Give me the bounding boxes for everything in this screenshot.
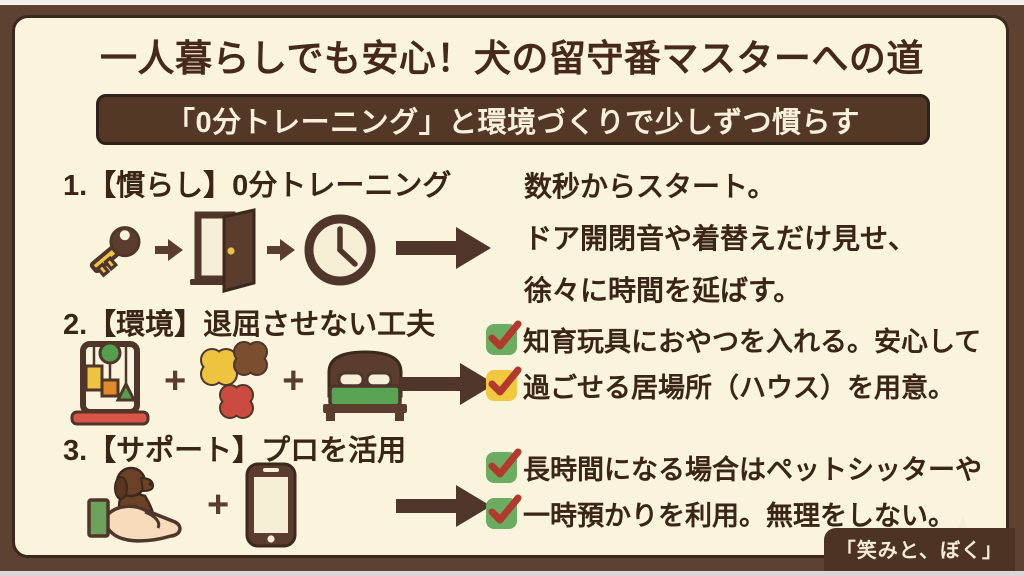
open-door-icon	[189, 207, 260, 293]
subtitle-banner-text: 「0分トレーニング」と環境づくりで少しずつ慣らす	[166, 106, 860, 139]
big-arrow-icon	[396, 485, 491, 527]
checklist-item: 長時間になる場合はペットシッターや	[486, 444, 982, 490]
section-2-checklist: 知育玩具におやつを入れる。安心して 過ごせる居場所（ハウス）を用意。	[486, 316, 981, 408]
checklist-text: 過ごせる居場所（ハウス）を用意。	[523, 372, 955, 403]
plus-sign: +	[164, 360, 187, 402]
section-1-description: 数秒からスタート。 ドア開閉音や着替えだけ見せ、 徐々に時間を延ばす。	[524, 161, 916, 317]
checklist-item: 一時預かりを利用。無理をしない。	[486, 490, 982, 536]
smartphone-icon	[239, 460, 303, 550]
section-1-heading: 1.【慣らし】0分トレーニング	[63, 170, 452, 202]
subtitle-banner: 「0分トレーニング」と環境づくりで少しずつ慣らす	[96, 94, 930, 145]
checklist-item: 知育玩具におやつを入れる。安心して	[486, 316, 981, 362]
plus-sign: +	[282, 360, 305, 402]
checkbox-icon	[486, 494, 522, 529]
plus-sign: +	[207, 484, 230, 526]
top-edge-strip	[0, 0, 1024, 5]
section-3-heading: 3.【サポート】プロを活用	[63, 435, 407, 467]
page-title: 一人暮らしでも安心！犬の留守番マスターへの道	[100, 38, 924, 79]
section-3-checklist: 長時間になる場合はペットシッターや 一時預かりを利用。無理をしない。	[486, 444, 982, 536]
section-1-line-3: 徐々に時間を延ばす。	[524, 275, 802, 306]
section-2-icons: +	[66, 333, 416, 429]
section-1-line-1: 数秒からスタート。	[524, 171, 776, 202]
bottom-edge-strip	[0, 571, 1024, 576]
treats-icon	[196, 338, 272, 424]
clock-icon	[302, 212, 378, 288]
checklist-text: 一時預かりを利用。無理をしない。	[523, 500, 955, 531]
section-1-icons	[82, 206, 378, 294]
key-icon	[82, 217, 148, 283]
arrow-right-icon	[155, 237, 183, 263]
toy-stand-icon	[66, 334, 154, 428]
big-arrow-icon	[396, 227, 491, 269]
checkbox-icon	[486, 448, 522, 483]
checklist-text: 長時間になる場合はペットシッターや	[523, 454, 982, 485]
section-2-heading: 2.【環境】退屈させない工夫	[63, 309, 436, 341]
checklist-item: 過ごせる居場所（ハウス）を用意。	[486, 362, 981, 408]
checklist-text: 知育玩具におやつを入れる。安心して	[523, 326, 982, 357]
section-1-line-2: ドア開閉音や着替えだけ見せ、	[524, 223, 917, 254]
section-3-icons: +	[85, 460, 303, 550]
brand-label: 「笑みと、ぼく」	[823, 528, 1015, 571]
arrow-right-icon	[267, 237, 295, 263]
hand-with-puppy-icon	[85, 460, 197, 550]
bed-icon	[314, 340, 416, 422]
big-arrow-icon	[400, 363, 495, 405]
checkbox-icon	[486, 366, 522, 401]
checkbox-icon	[486, 320, 522, 355]
